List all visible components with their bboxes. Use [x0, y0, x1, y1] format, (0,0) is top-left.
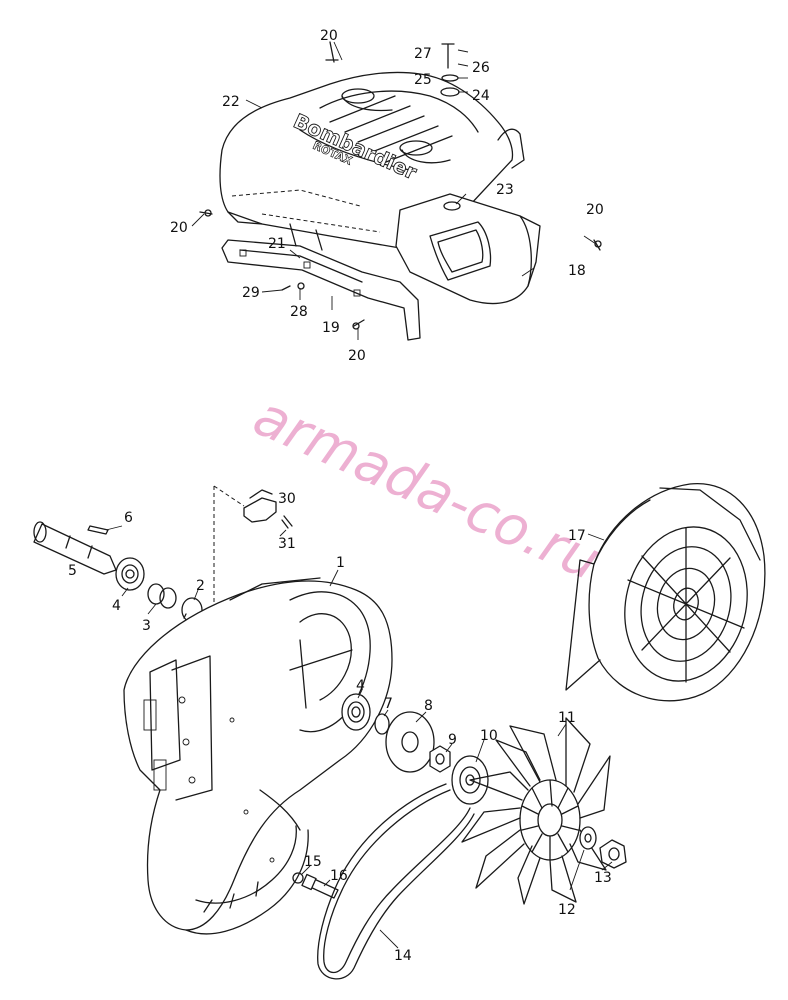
callout-16: 16: [330, 868, 348, 884]
callout-3: 3: [142, 618, 151, 634]
callout-numbers: 20 22 27 26 25 24 23 20 20 21 18 29 28 1…: [68, 28, 612, 964]
upper-leader-lines: [191, 41, 597, 340]
fan-shroud: [565, 483, 766, 702]
callout-8: 8: [424, 698, 433, 714]
callout-26: 26: [472, 60, 490, 76]
callout-21: 21: [268, 236, 286, 252]
bearing-right: [341, 693, 371, 731]
callout-24: 24: [472, 88, 490, 104]
callout-2: 2: [196, 578, 205, 594]
watermark: armada-co.ru: [245, 383, 610, 592]
callout-19: 19: [322, 320, 340, 336]
callout-30: 30: [278, 491, 296, 507]
callout-5: 5: [68, 563, 77, 579]
lower-leader-lines: [105, 525, 613, 949]
callout-20-right: 20: [586, 202, 604, 218]
callout-29: 29: [242, 285, 260, 301]
hex-nut-9: [429, 745, 451, 773]
callout-27: 27: [414, 46, 432, 62]
callout-1: 1: [336, 555, 345, 571]
shaft-key: [87, 525, 109, 535]
callout-23: 23: [496, 182, 514, 198]
callout-20-bottom: 20: [348, 348, 366, 364]
fan-washer: [579, 826, 597, 850]
callout-28: 28: [290, 304, 308, 320]
callout-9: 9: [448, 732, 457, 748]
engine-cover-assembly: Bombardier ROTAX: [199, 41, 602, 341]
bearing-left: [115, 557, 145, 591]
callout-18: 18: [568, 263, 586, 279]
fan-housing: [123, 577, 393, 935]
callout-4-right: 4: [356, 678, 365, 694]
spacer: [374, 713, 390, 735]
fan-nut: [599, 839, 627, 869]
callout-31: 31: [278, 536, 296, 552]
callout-14: 14: [394, 948, 412, 964]
callout-10: 10: [480, 728, 498, 744]
callout-22: 22: [222, 94, 240, 110]
cooling-fan: [461, 717, 611, 905]
cover-bracket: [221, 239, 421, 341]
drive-belt: [317, 783, 475, 980]
drive-disc: [385, 711, 435, 773]
callout-6: 6: [124, 510, 133, 526]
callout-25: 25: [414, 72, 432, 88]
air-duct: [395, 193, 532, 305]
callout-11: 11: [558, 710, 576, 726]
callout-4-left: 4: [112, 598, 121, 614]
fan-fasteners: [579, 826, 627, 869]
washer-a: [147, 583, 165, 605]
washer-b: [159, 587, 177, 609]
callout-7: 7: [384, 696, 393, 712]
callout-13: 13: [594, 870, 612, 886]
shaft-group: [33, 521, 203, 623]
callout-15: 15: [304, 854, 322, 870]
clip-bracket: [243, 497, 277, 523]
callout-20-top: 20: [320, 28, 338, 44]
callout-20-left: 20: [170, 220, 188, 236]
bolt-group: [292, 872, 339, 899]
pulley-stack: [341, 693, 489, 805]
callout-17: 17: [568, 528, 586, 544]
callout-12: 12: [558, 902, 576, 918]
